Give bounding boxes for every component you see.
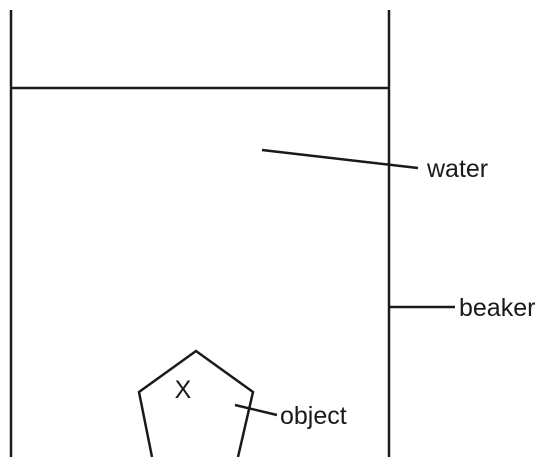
object-leader-line (234, 403, 278, 417)
object-shape (137, 349, 255, 457)
water-label: water (426, 155, 488, 183)
object-label: object (280, 402, 347, 430)
water-leader-line (261, 148, 419, 170)
object-mark-x: X (175, 376, 192, 404)
beaker-label: beaker (459, 294, 535, 322)
